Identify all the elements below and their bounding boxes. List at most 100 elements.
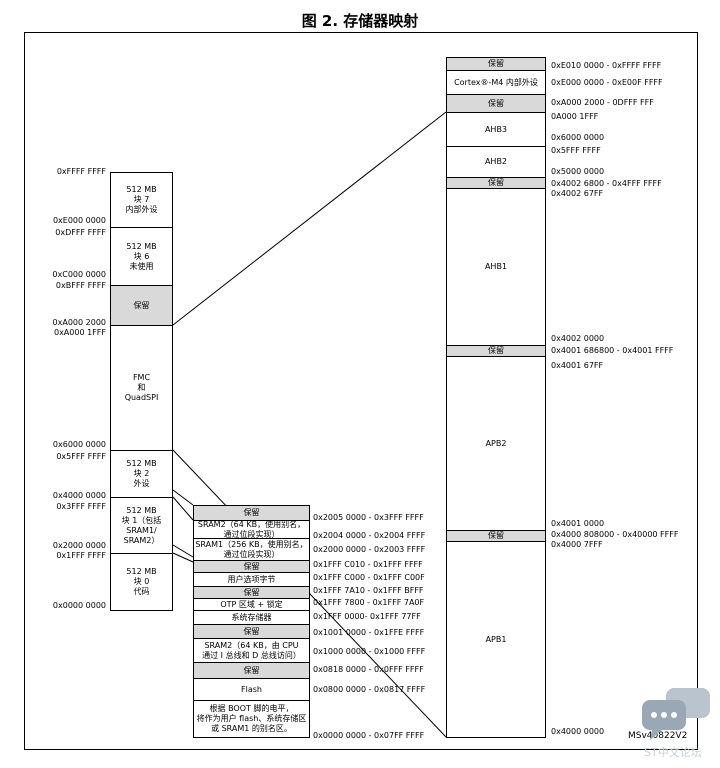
block-label: 保留: [488, 346, 504, 355]
block-label: 用户选项字节: [227, 574, 276, 584]
address-label: 0x2000 0000: [52, 541, 106, 550]
address-label: 0xDFFF FFFF: [55, 228, 106, 237]
diagram-frame: [24, 32, 698, 750]
address-label: 0xFFFF FFFF: [56, 167, 106, 176]
block-label: 块 0: [133, 577, 150, 586]
connector-reserved-bottom: [173, 112, 446, 285]
block-label: SRAM2（64 KB，由 CPU: [204, 640, 299, 650]
block-cortex-m4-periph: Cortex®-M4 内部外设: [446, 70, 546, 95]
block-label: FMC: [132, 373, 151, 382]
address-label: 0x5000 0000: [551, 167, 605, 176]
address-label: 0x1FFF FFFF: [56, 551, 106, 560]
block-label: OTP 区域 + 锁定: [220, 599, 283, 609]
block-label: 保留: [243, 561, 260, 571]
address-label: 0x1FFF 7800 - 0x1FFF 7A0F: [313, 598, 425, 607]
address-label: 0x4001 686800 - 0x4001 FFFF: [551, 346, 674, 355]
address-label: 0x0000 0000: [52, 601, 106, 610]
figure-title: 图 2. 存储器映射: [301, 12, 419, 30]
block-label: 外设: [133, 479, 150, 488]
block-label: 保留: [488, 531, 504, 540]
block-reserved-4: 保留: [193, 624, 310, 639]
address-label: 0x4000 0000: [551, 727, 605, 736]
block-label: SRAM2（64 KB，使用别名，: [197, 519, 306, 529]
address-label: 0xC000 0000: [52, 270, 106, 279]
address-label: 0xA000 2000: [52, 318, 106, 327]
block-label: 块 7: [133, 195, 150, 204]
block-option-bytes: 用户选项字节: [193, 572, 310, 587]
block-label: 保留: [243, 587, 260, 597]
address-label: 0A000 1FFF: [551, 112, 599, 121]
address-label: 0xA000 2000 - 0DFFF FFF: [551, 98, 654, 107]
block-label: AHB1: [484, 262, 508, 271]
address-label: 0x1FFF 7A10 - 0x1FFF BFFF: [313, 586, 424, 595]
block-apb1: APB1: [446, 541, 546, 738]
block-label: 保留: [243, 626, 260, 636]
block-label: 通过 I 总线和 D 总线访问）: [202, 650, 301, 660]
block-label: APB1: [485, 634, 507, 644]
address-label: 0x1FFF C000 - 0x1FFF C00F: [313, 573, 425, 582]
block-label: Cortex®-M4 内部外设: [454, 77, 538, 87]
block-label: 512 MB: [126, 241, 157, 251]
address-label: 0x0818 0000 - 0x0FFF FFFF: [313, 665, 424, 674]
address-label: 0x2005 0000 - 0x3FFF FFFF: [313, 513, 424, 522]
block-label: 系统存储器: [231, 612, 272, 622]
address-label: 0x4000 0000: [52, 491, 106, 500]
block-reserved-5: 保留: [193, 662, 310, 679]
block-label: 块 1（包括: [121, 515, 162, 525]
block-label: 512 MB: [126, 185, 157, 194]
block-flash: Flash: [193, 678, 310, 701]
address-label: 0x4002 67FF: [551, 189, 604, 198]
block-label: 块 2: [133, 469, 150, 478]
block-label: 和: [137, 383, 146, 392]
address-label: 0x4000 808000 - 0x40000 FFFF: [551, 530, 679, 539]
block-system-memory: 系统存储器: [193, 610, 310, 625]
block-label: 512 MB: [126, 505, 157, 515]
address-label: 0x1001 0000 - 0x1FFE FFFF: [313, 628, 425, 637]
address-label: 0x4001 0000: [551, 519, 605, 528]
block-label: 或 SRAM1 的别名区。: [211, 724, 292, 733]
block-label: SRAM1/: [126, 525, 157, 535]
block-label: 512 MB: [126, 459, 157, 468]
block-label: 保留: [243, 508, 260, 517]
block-sram2-alias: SRAM2（64 KB，使用别名，通过位段实现）: [193, 520, 310, 539]
block-label: QuadSPI: [124, 393, 159, 402]
address-label: 0xA000 1FFF: [53, 328, 106, 337]
block-label: Flash: [241, 684, 262, 694]
block-ahb2: AHB2: [446, 146, 546, 178]
address-label: 0x3FFF FFFF: [56, 502, 106, 511]
block-label: AHB3: [484, 124, 508, 134]
version-tag: MSv40822V2: [628, 731, 688, 741]
block-label: 根据 BOOT 脚的电平，: [209, 704, 294, 713]
address-label: 0x5FFF FFFF: [56, 452, 106, 461]
block-reserved-a: 保留: [446, 94, 546, 113]
block-sram1-alias: SRAM1（256 KB，使用别名，通过位段实现）: [193, 538, 310, 561]
block-ahb1: AHB1: [446, 188, 546, 346]
address-label: 0xE000 0000 - 0xE00F FFFF: [551, 78, 663, 87]
address-label: 0xE010 0000 - 0xFFFF FFFF: [551, 61, 662, 70]
block-apb2: APB2: [446, 356, 546, 531]
block-label: SRAM1（256 KB，使用别名，: [195, 539, 308, 549]
address-label: 0x5FFF FFFF: [551, 146, 601, 155]
block-label: 保留: [488, 59, 504, 68]
block-label: 内部外设: [125, 205, 158, 214]
address-label: 0x4001 67FF: [551, 361, 604, 370]
address-label: 0x1FFF C010 - 0x1FFF FFFF: [313, 560, 423, 569]
block-label: AHB2: [484, 157, 508, 166]
block-label: 将作为用户 flash、系统存储区: [196, 714, 307, 723]
address-label: 0x0800 0000 - 0x0817 FFFF: [313, 685, 426, 694]
watermark-text: ST中文论坛: [644, 746, 702, 759]
block-label: 保留: [488, 178, 504, 187]
address-label: 0x0000 0000 - 0x07FF FFFF: [313, 731, 425, 740]
block-label: 代码: [133, 587, 150, 596]
block-boot-alias: 根据 BOOT 脚的电平，将作为用户 flash、系统存储区或 SRAM1 的别…: [193, 700, 310, 738]
block-label: 保留: [488, 98, 504, 108]
address-label: 0x2000 0000 - 0x2003 FFFF: [313, 545, 426, 554]
chat-bubble-icon: [642, 688, 710, 740]
block-label: 通过位段实现）: [223, 549, 280, 559]
